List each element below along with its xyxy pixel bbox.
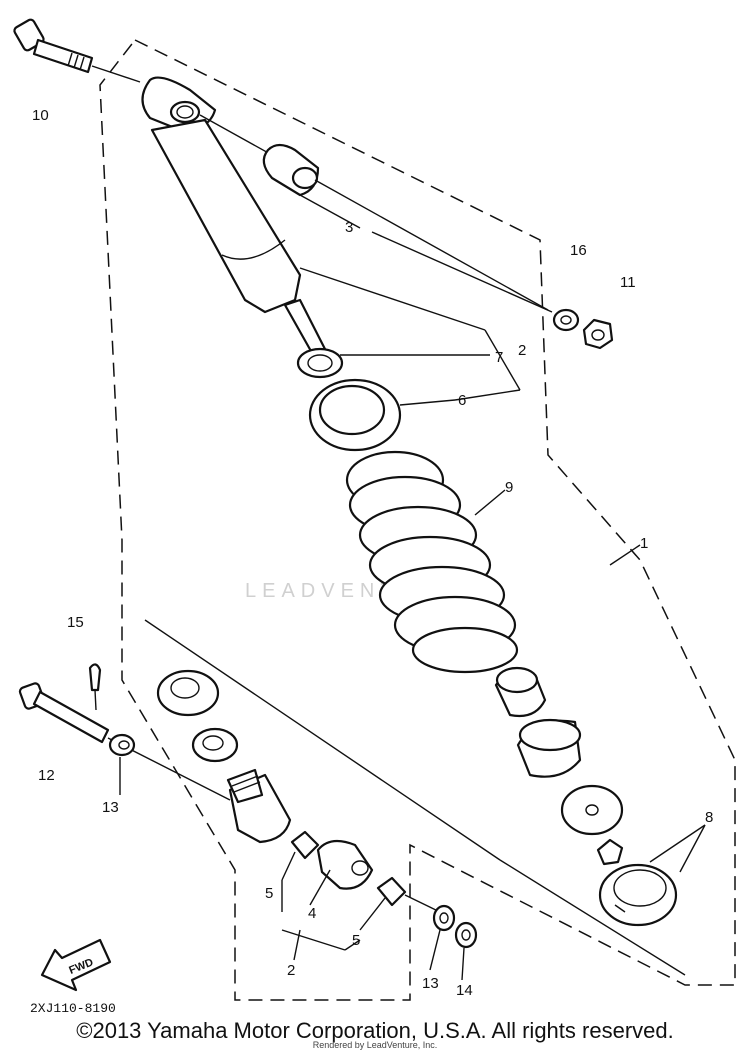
collar-5-left xyxy=(290,830,320,860)
bump-stopper xyxy=(494,666,547,718)
callout-10: 10 xyxy=(32,107,49,124)
callout-8: 8 xyxy=(705,809,713,826)
callout-3: 3 xyxy=(345,219,353,236)
washer-plate xyxy=(560,784,624,836)
collar-13-right xyxy=(432,904,456,932)
callout-16: 16 xyxy=(570,242,587,259)
callout-13-left: 13 xyxy=(102,799,119,816)
washer-16 xyxy=(552,308,580,332)
callout-4: 4 xyxy=(308,905,316,922)
rendered-by-note: Rendered by LeadVenture, Inc. xyxy=(312,1040,438,1050)
lower-spring-seat xyxy=(516,718,582,778)
drawing-code: 2XJ110-8190 xyxy=(30,1001,116,1016)
callout-15: 15 xyxy=(67,614,84,631)
collar-13-left xyxy=(108,733,136,757)
shock-absorber-body xyxy=(141,76,344,379)
spring-seat-6 xyxy=(308,378,402,452)
lower-washer xyxy=(191,727,239,763)
callout-5-left: 5 xyxy=(265,885,273,902)
lower-cushion xyxy=(156,669,220,717)
copyright-footer: ©2013 Yamaha Motor Corporation, U.S.A. A… xyxy=(76,1018,674,1043)
seat-stopper-8 xyxy=(598,863,678,927)
lower-eye xyxy=(226,768,292,844)
callout-13-right: 13 xyxy=(422,975,439,992)
leader-lines xyxy=(119,194,706,981)
bushing-4 xyxy=(316,839,374,890)
callout-12: 12 xyxy=(38,767,55,784)
callout-11: 11 xyxy=(620,274,636,291)
cotter-pin-15 xyxy=(88,663,102,711)
callout-14: 14 xyxy=(456,982,473,999)
spring-9 xyxy=(345,450,519,674)
bolt-12 xyxy=(18,682,231,801)
washer-14 xyxy=(454,921,478,949)
callout-5-right: 5 xyxy=(352,932,360,949)
callout-7: 7 xyxy=(495,349,503,366)
assembly-outline xyxy=(99,39,736,1001)
bushing-3 xyxy=(262,143,549,311)
fwd-arrow-icon: FWD xyxy=(40,938,112,992)
callout-1: 1 xyxy=(640,535,648,552)
callout-2-lower: 2 xyxy=(287,962,295,979)
bolt-10 xyxy=(13,18,141,83)
callout-6: 6 xyxy=(458,392,466,409)
clip-nut xyxy=(596,838,624,866)
callout-2-upper: 2 xyxy=(518,342,526,359)
nut-11 xyxy=(582,318,614,350)
collar-5-right xyxy=(376,876,407,907)
callout-9: 9 xyxy=(505,479,513,496)
